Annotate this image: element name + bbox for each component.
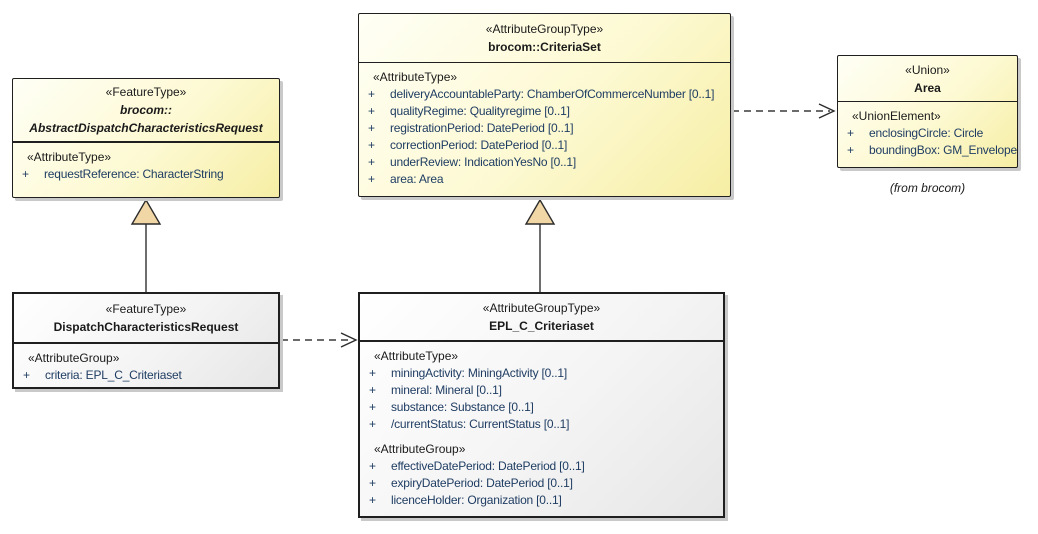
stereotype-label: «AttributeGroupType» [485,22,604,36]
section-stereotype: «AttributeGroup» [28,351,120,365]
visibility-symbol: + [847,143,854,157]
class-name: AbstractDispatchCharacteristicsRequest [29,121,263,135]
attribute-text: registrationPeriod: DatePeriod [0..1] [390,121,574,135]
attributes-compartment: «AttributeType» + deliveryAccountablePar… [359,63,730,196]
class-epl-c-criteriaset: «AttributeGroupType» EPL_C_Criteriaset «… [358,292,725,518]
attribute-row: + substance: Substance [0..1] [368,399,719,416]
attribute-text: licenceHolder: Organization [0..1] [391,493,562,507]
attribute-text: criteria: EPL_C_Criteriaset [45,368,182,382]
visibility-symbol: + [369,459,376,473]
stereotype-label: «Union» [905,62,950,77]
section-stereotype: «AttributeType» [373,70,458,84]
attribute-row: + area: Area [367,171,726,188]
visibility-symbol: + [369,383,376,397]
attribute-text: area: Area [390,172,444,186]
class-name: EPL_C_Criteriaset [489,319,594,333]
visibility-symbol: + [369,366,376,380]
class-header: «FeatureType» brocom:: AbstractDispatchC… [13,79,279,143]
attribute-type-section: «AttributeType» + miningActivity: Mining… [368,348,719,433]
section-stereotype: «AttributeType» [27,150,112,164]
visibility-symbol: + [369,417,376,431]
attribute-row: + qualityRegime: Qualityregime [0..1] [367,103,726,120]
attribute-row: + miningActivity: MiningActivity [0..1] [368,365,719,382]
attribute-row: + registrationPeriod: DatePeriod [0..1] [367,120,726,137]
dependency-dispatch-to-epl [281,332,358,348]
class-dispatch-characteristics-request: «FeatureType» DispatchCharacteristicsReq… [12,292,280,389]
visibility-symbol: + [23,368,30,382]
class-header: «Union» Area [838,56,1017,102]
generalization-epl-to-criteriaset [524,198,556,292]
attribute-row: + criteria: EPL_C_Criteriaset [22,367,274,384]
attribute-row: + enclosingCircle: Circle [846,125,1013,142]
class-header: «AttributeGroupType» brocom::CriteriaSet [359,14,730,63]
attribute-text: expiryDatePeriod: DatePeriod [0..1] [391,476,573,490]
attribute-group-section: «AttributeGroup» + effectiveDatePeriod: … [368,441,719,509]
attribute-row: + effectiveDatePeriod: DatePeriod [0..1] [368,458,719,475]
visibility-symbol: + [369,476,376,490]
visibility-symbol: + [368,155,375,169]
class-name: brocom::CriteriaSet [488,40,601,54]
attribute-text: effectiveDatePeriod: DatePeriod [0..1] [391,459,585,473]
visibility-symbol: + [368,138,375,152]
visibility-symbol: + [368,87,375,101]
class-name: Area [914,80,941,95]
class-area: «Union» Area «UnionElement» + enclosingC… [837,55,1018,168]
attribute-text: miningActivity: MiningActivity [0..1] [391,366,567,380]
attribute-row: + expiryDatePeriod: DatePeriod [0..1] [368,475,719,492]
class-abstract-dispatch-characteristics-request: «FeatureType» brocom:: AbstractDispatchC… [12,78,280,198]
visibility-symbol: + [847,126,854,140]
class-name-package: brocom:: [120,103,172,117]
visibility-symbol: + [22,167,29,181]
attribute-row: + deliveryAccountableParty: ChamberOfCom… [367,86,726,103]
stereotype-label: «FeatureType» [105,85,187,99]
attribute-row: + correctionPeriod: DatePeriod [0..1] [367,137,726,154]
section-stereotype: «AttributeType» [374,349,459,363]
attribute-text: boundingBox: GM_Envelope [869,143,1017,157]
from-package-note: (from brocom) [889,181,966,195]
section-stereotype: «AttributeGroup» [374,442,466,456]
attribute-row: + licenceHolder: Organization [0..1] [368,492,719,509]
attribute-text: substance: Substance [0..1] [391,400,534,414]
stereotype-label: «AttributeGroupType» [482,301,601,315]
attributes-compartment: «AttributeGroup» + criteria: EPL_C_Crite… [14,344,278,387]
attribute-text: deliveryAccountableParty: ChamberOfComme… [390,87,715,101]
stereotype-label: «FeatureType» [105,302,187,316]
class-brocom-criteriaset: «AttributeGroupType» brocom::CriteriaSet… [358,13,731,197]
attribute-text: requestReference: CharacterString [44,167,224,181]
attribute-text: /currentStatus: CurrentStatus [0..1] [391,417,570,431]
attribute-row: + mineral: Mineral [0..1] [368,382,719,399]
attribute-row: + boundingBox: GM_Envelope [846,142,1017,159]
visibility-symbol: + [369,400,376,414]
attribute-text: mineral: Mineral [0..1] [391,383,502,397]
dependency-criteriaset-to-area [732,103,836,119]
attribute-text: correctionPeriod: DatePeriod [0..1] [390,138,568,152]
attribute-text: qualityRegime: Qualityregime [0..1] [390,104,570,118]
class-header: «FeatureType» DispatchCharacteristicsReq… [14,294,278,344]
attribute-row: + requestReference: CharacterString [21,166,275,183]
visibility-symbol: + [369,493,376,507]
section-stereotype: «UnionElement» [852,109,941,123]
class-name: DispatchCharacteristicsRequest [53,320,239,334]
attribute-text: underReview: IndicationYesNo [0..1] [390,155,577,169]
attributes-compartment: «UnionElement» + enclosingCircle: Circle… [838,102,1017,167]
visibility-symbol: + [368,172,375,186]
attributes-compartment: «AttributeType» + requestReference: Char… [13,143,279,197]
attributes-compartment: «AttributeType» + miningActivity: Mining… [360,342,723,516]
attribute-row: + underReview: IndicationYesNo [0..1] [367,154,726,171]
attribute-text: enclosingCircle: Circle [869,126,984,140]
attribute-row: + /currentStatus: CurrentStatus [0..1] [368,416,719,433]
visibility-symbol: + [368,121,375,135]
class-header: «AttributeGroupType» EPL_C_Criteriaset [360,294,723,342]
visibility-symbol: + [368,104,375,118]
generalization-dispatch-to-abstract [130,198,162,292]
